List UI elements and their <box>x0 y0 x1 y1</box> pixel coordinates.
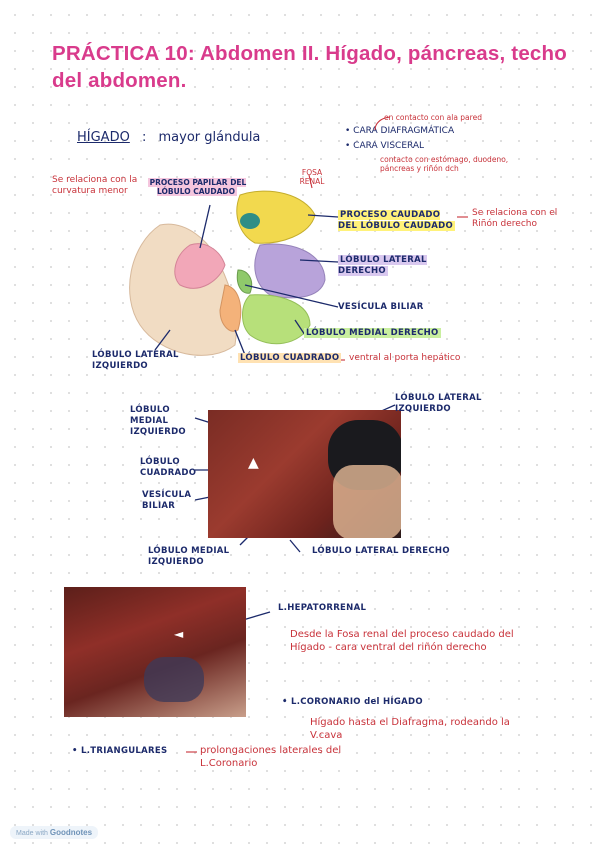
heading-colon: : <box>141 130 147 145</box>
photo-arrow-icon: ▲ <box>248 455 259 471</box>
ligament-hepatorrenal: L.HEPATORRENAL <box>278 603 367 613</box>
liver-photo-2: ◄ <box>64 587 246 717</box>
photo1-lobulo-cuadrado: LÓBULO CUADRADO <box>140 457 197 478</box>
note-curvatura: Se relaciona con la curvatura menor <box>52 175 138 196</box>
photo2-arrow-icon: ◄ <box>174 627 184 641</box>
bullet-cara-diafragmatica: • CARA DIAFRAGMÁTICA <box>345 126 455 136</box>
photo1-lobulo-medial-izquierdo: LÓBULO MEDIAL IZQUIERDO <box>130 405 186 437</box>
ligament-coronario-text: L.CORONARIO del HÍGADO <box>291 697 423 707</box>
label-vesicula-biliar: VESÍCULA BILIAR <box>338 302 424 312</box>
note-ventral: ventral al porta hepático <box>349 353 461 363</box>
liver-photo-1: ▲ <box>208 410 401 538</box>
label-proceso-caudado: PROCESO CAUDADO DEL LÓBULO CAUDADO <box>338 210 458 232</box>
cara-diafragmatica: CARA DIAFRAGMÁTICA <box>353 126 455 136</box>
photo1-lobulo-lateral-izquierdo: LÓBULO LATERAL IZQUIERDO <box>395 393 482 414</box>
proceso-caudado-text: PROCESO CAUDADO DEL LÓBULO CAUDADO <box>338 210 456 231</box>
ligament-coronario-desc: Hígado hasta el Diafragma, rodeando la V… <box>310 717 510 741</box>
page-title: PRÁCTICA 10: Abdomen II. Hígado, páncrea… <box>52 42 567 92</box>
liver-diagram <box>129 190 326 356</box>
photo1-lobulo-lateral-derecho: LÓBULO LATERAL DERECHO <box>312 546 450 556</box>
label-proceso-papilar: PROCESO PAPILAR DEL LÓBULO CAUDADO <box>142 178 252 196</box>
higado-subtitle: mayor glándula <box>158 130 261 145</box>
made-with-text: Made with <box>16 830 48 837</box>
photo-fat-tissue <box>333 465 401 538</box>
proceso-papilar-text: PROCESO PAPILAR DEL LÓBULO CAUDADO <box>147 178 247 196</box>
label-lobulo-lateral-derecho: LÓBULO LATERAL DERECHO <box>338 255 428 277</box>
note-pared: en contacto con ala pared <box>384 113 482 122</box>
photo1-vesicula-biliar: VESÍCULA BILIAR <box>142 490 192 511</box>
photo2-dark-area <box>144 657 204 702</box>
bullet-cara-visceral: • CARA VISCERAL <box>345 141 425 151</box>
note-rinon: Se relaciona con el Riñón derecho <box>472 208 558 229</box>
lobulo-lateral-derecho-text: LÓBULO LATERAL DERECHO <box>338 255 427 276</box>
ligament-triangulares-desc: prolongaciones laterales del L.Coronario <box>200 745 342 769</box>
ligament-triangulares: • L.TRIANGULARES <box>72 746 168 756</box>
label-lobulo-cuadrado: LÓBULO CUADRADO <box>238 353 342 364</box>
goodnotes-brand: Goodnotes <box>49 828 93 837</box>
note-contacto: contacto con estómago, duodeno, páncreas… <box>380 155 509 173</box>
photo1-lobulo-medial-izquierdo-bottom: LÓBULO MEDIAL IZQUIERDO <box>148 546 230 567</box>
lobulo-cuadrado-text: LÓBULO CUADRADO <box>238 353 342 363</box>
lobulo-medial-derecho-text: LÓBULO MEDIAL DERECHO <box>304 328 441 338</box>
label-lobulo-medial-derecho: LÓBULO MEDIAL DERECHO <box>304 328 484 339</box>
ligament-triangulares-text: L.TRIANGULARES <box>81 746 168 756</box>
cara-visceral: CARA VISCERAL <box>353 141 425 151</box>
label-fosa-renal: FOSA RENAL <box>299 168 325 186</box>
ligament-hepatorrenal-desc: Desde la Fosa renal del proceso caudado … <box>290 629 514 653</box>
ligament-coronario: • L.CORONARIO del HÍGADO <box>282 697 423 707</box>
label-lobulo-lateral-izquierdo: LÓBULO LATERAL IZQUIERDO <box>92 350 179 371</box>
higado-heading: HÍGADO <box>77 130 130 145</box>
goodnotes-badge[interactable]: Made with Goodnotes <box>10 826 99 839</box>
higado-heading-row: HÍGADO : mayor glándula <box>77 130 260 145</box>
